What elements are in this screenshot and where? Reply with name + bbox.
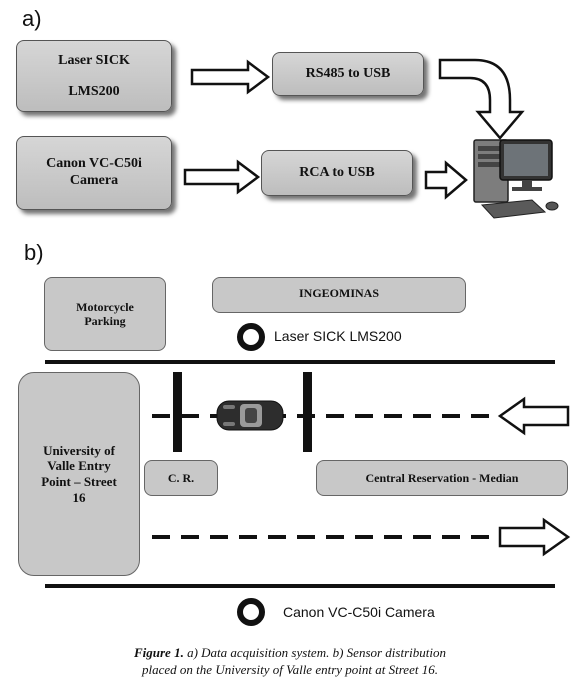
laser-sick-box: Laser SICK LMS200 <box>16 40 172 112</box>
sensor-bar-right <box>303 372 312 452</box>
car-icon <box>216 400 284 431</box>
arrow-right-lower <box>498 517 571 557</box>
arrow-rs485-to-pc <box>438 58 525 140</box>
rs485-usb-box: RS485 to USB <box>272 52 424 96</box>
panel-b-label: b) <box>24 240 44 265</box>
arrow-laser-to-rs485 <box>190 59 271 95</box>
arrow-usb-to-pc <box>424 160 468 200</box>
central-reservation-short-box: C. R. <box>144 460 218 496</box>
arrow-left-upper <box>497 396 570 436</box>
university-entry-box: University of Valle Entry Point – Street… <box>18 372 140 576</box>
figure-caption-line1: Figure 1. a) Data acquisition system. b)… <box>0 644 580 661</box>
central-reservation-median-box: Central Reservation - Median <box>316 460 568 496</box>
canon-camera-box: Canon VC-C50i Camera <box>16 136 172 210</box>
sensor-bar-left <box>173 372 182 452</box>
laser-sensor-icon <box>237 323 265 351</box>
panel-a-label: a) <box>22 6 42 31</box>
ingeominas-box: INGEOMINAS <box>212 277 466 313</box>
computer-icon <box>473 139 559 219</box>
arrow-rca-to-usb <box>183 159 261 195</box>
figure-caption-line2: placed on the University of Valle entry … <box>0 661 580 678</box>
caption-text-line1: a) Data acquisition system. b) Sensor di… <box>183 645 446 660</box>
laser-sensor-label: Laser SICK LMS200 <box>274 328 402 344</box>
figure-label: Figure 1. <box>133 645 184 660</box>
caption-text-line2: placed on the University of Valle entry … <box>142 662 438 677</box>
motorcycle-parking-box: Motorcycle Parking <box>44 277 166 351</box>
camera-sensor-label: Canon VC-C50i Camera <box>283 604 435 620</box>
rca-usb-box: RCA to USB <box>261 150 413 196</box>
camera-sensor-icon <box>237 598 265 626</box>
